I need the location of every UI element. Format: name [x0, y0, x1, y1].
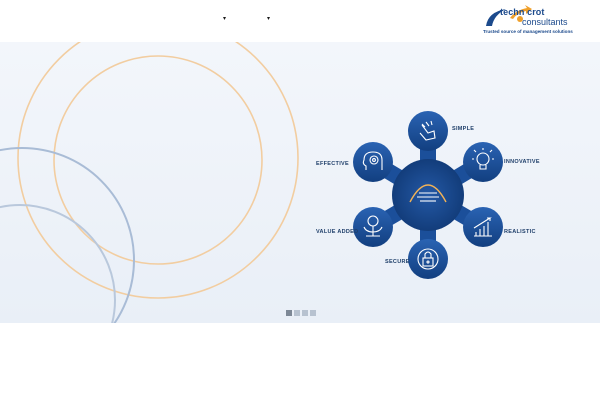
hand-pointer-icon: [419, 120, 436, 141]
padlock-icon: [417, 248, 439, 270]
logo-wordmark-line2: consultants: [522, 17, 568, 27]
logo-tagline: Trusted source of management solutions: [483, 29, 573, 34]
slider-pagination: [286, 310, 316, 316]
hero-banner: SIMPLE INNOVATIVE REALISTIC SECURE VALUE…: [0, 42, 600, 323]
logo-swoosh-icon: [486, 5, 532, 26]
handshake-icon: [409, 184, 447, 203]
slider-dot-2[interactable]: [294, 310, 300, 316]
top-navigation-bar: ▾ ▾ techn crot consultants Trusted sourc…: [0, 0, 600, 42]
label-secure: SECURE: [385, 259, 410, 265]
slider-dot-3[interactable]: [302, 310, 308, 316]
nav-dropdown-caret-icon[interactable]: ▾: [267, 16, 271, 22]
petal-simple: [408, 111, 448, 151]
label-realistic: REALISTIC: [504, 229, 536, 235]
lightbulb-icon: [472, 148, 494, 170]
label-effective: EFFECTIVE: [316, 161, 349, 167]
label-innovative: INNOVATIVE: [504, 159, 540, 165]
flower-petals: [353, 111, 503, 279]
petal-realistic: [463, 207, 503, 247]
label-value-added: VALUE ADDED: [316, 229, 359, 235]
content-area-blank: [0, 323, 600, 400]
slider-dot-1[interactable]: [286, 310, 292, 316]
hero-illustration: [0, 42, 503, 323]
petal-secure: [408, 239, 448, 279]
dollar-plant-icon: [363, 215, 383, 237]
label-simple: SIMPLE: [452, 126, 475, 132]
growth-chart-icon: [473, 217, 492, 237]
flower-hub: [392, 159, 464, 231]
company-logo[interactable]: techn crot consultants Trusted source of…: [480, 4, 592, 38]
nav-dropdown-caret-icon[interactable]: ▾: [223, 16, 227, 22]
decorative-arcs: [0, 42, 299, 323]
petal-effective: [353, 142, 393, 182]
slider-dot-4[interactable]: [310, 310, 316, 316]
petal-innovative: [463, 142, 503, 182]
head-gear-icon: [362, 151, 383, 170]
logo-wordmark-line1: techn crot: [500, 7, 545, 17]
